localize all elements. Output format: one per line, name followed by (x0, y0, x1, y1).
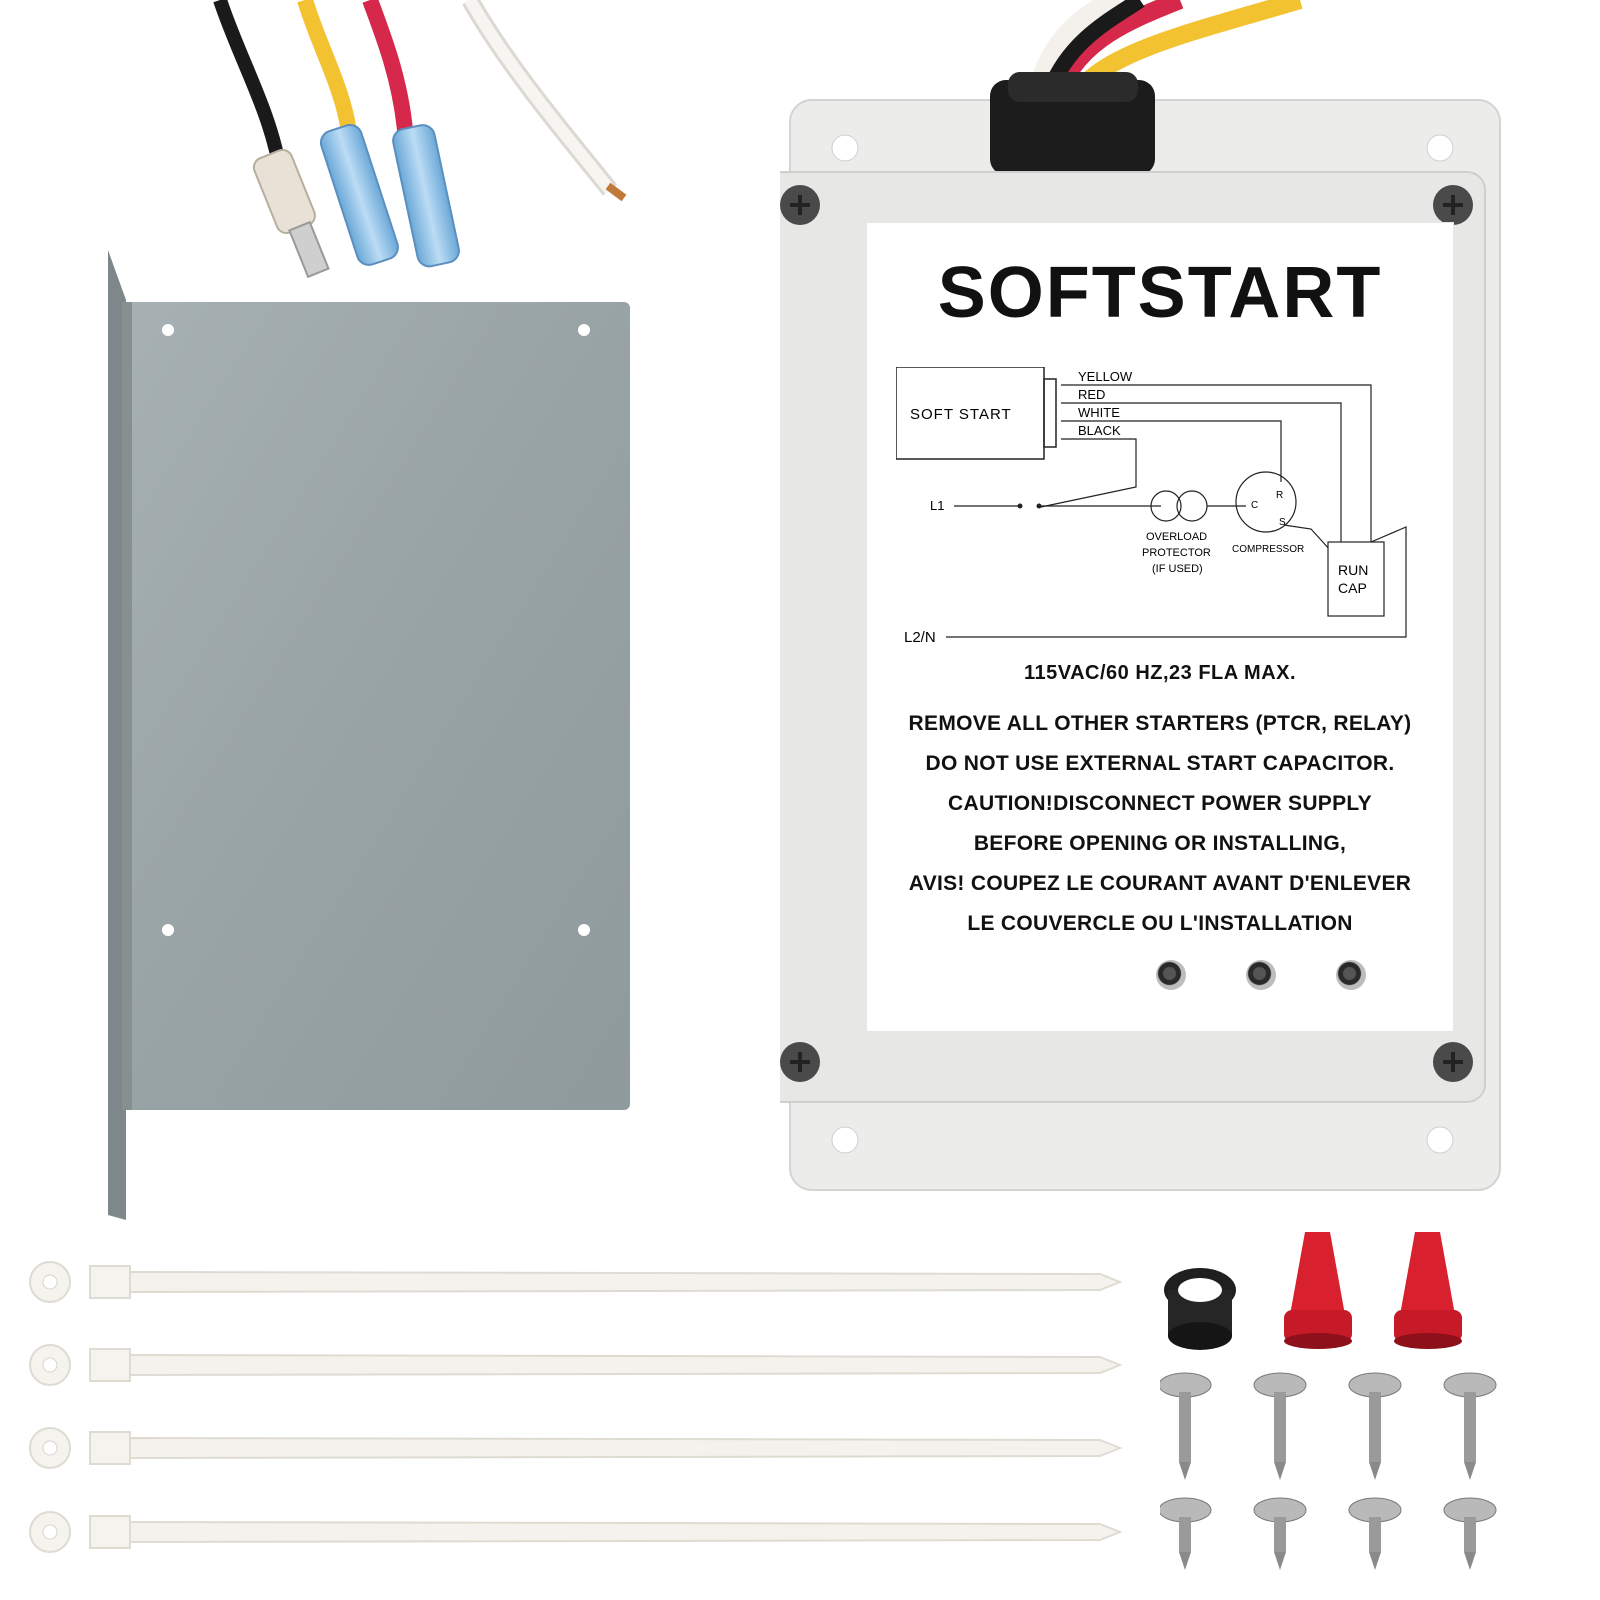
run-cap-label-2: CAP (1338, 580, 1367, 596)
indicator-led (1336, 960, 1366, 990)
screw (1160, 1372, 1212, 1480)
warning-line: CAUTION!DISCONNECT POWER SUPPLY (948, 792, 1372, 815)
screw (1443, 1372, 1497, 1480)
screw-hole (162, 324, 174, 336)
screw (1253, 1372, 1307, 1480)
terminal-r: R (1276, 490, 1283, 501)
l1-label: L1 (930, 498, 944, 513)
cable-gland (990, 80, 1155, 175)
screw (1253, 1497, 1307, 1570)
hardware-kit (1160, 1232, 1497, 1570)
run-cap-label-1: RUN (1338, 562, 1368, 578)
cable-tie (29, 1344, 1123, 1386)
cover-screw (780, 185, 820, 225)
soft-start-block-label: SOFT START (910, 406, 1012, 423)
overload-label-3: (IF USED) (1152, 563, 1203, 575)
warning-line: DO NOT USE EXTERNAL START CAPACITOR. (925, 752, 1395, 775)
wire-nut (1394, 1232, 1462, 1349)
wire-harness (213, 0, 627, 279)
cover-screw (1433, 1042, 1473, 1082)
indicator-led (1246, 960, 1276, 990)
grommet (1164, 1268, 1236, 1350)
warning-line: LE COUVERCLE OU L'INSTALLATION (967, 912, 1353, 935)
wire-label-red: RED (1078, 387, 1105, 402)
wire-label-yellow: YELLOW (1078, 369, 1133, 384)
red-wire (362, 0, 413, 131)
screw-hole (578, 924, 590, 936)
yellow-wire (297, 0, 358, 141)
wiring-diagram: SOFT START YELLOW RED WHITE BLACK L1 OVE… (896, 367, 1407, 646)
blue-terminal (392, 124, 460, 268)
screw (1348, 1497, 1402, 1570)
terminal-c: C (1251, 500, 1258, 511)
cable-ties (29, 1261, 1123, 1553)
terminal-s: S (1279, 517, 1286, 528)
electrical-rating: 115VAC/60 HZ,23 FLA MAX. (1023, 662, 1297, 684)
screw-hole (578, 324, 590, 336)
cover-screw (780, 1042, 820, 1082)
screw (1348, 1372, 1402, 1480)
cable-tie (29, 1261, 1123, 1303)
screw (1443, 1497, 1497, 1570)
wire-label-white: WHITE (1078, 405, 1120, 420)
wire-label-black: BLACK (1078, 423, 1121, 438)
black-wire (213, 0, 287, 172)
cable-tie (29, 1511, 1123, 1553)
indicator-leds (1156, 960, 1406, 990)
screw (1160, 1497, 1212, 1570)
l2n-label: L2/N (904, 629, 936, 646)
product-label: SOFTSTART SOFT START YELLOW RED WHITE BL… (866, 222, 1454, 1032)
overload-label-1: OVERLOAD (1146, 531, 1207, 543)
warning-line: REMOVE ALL OTHER STARTERS (PTCR, RELAY) (908, 712, 1412, 735)
warning-line: BEFORE OPENING OR INSTALLING, (973, 832, 1347, 855)
mounting-bracket (108, 250, 630, 1220)
cable-tie (29, 1427, 1123, 1469)
product-title: SOFTSTART (937, 253, 1383, 333)
cover-screw (1433, 185, 1473, 225)
screw-hole (162, 924, 174, 936)
compressor-label: COMPRESSOR (1232, 544, 1304, 555)
overload-label-2: PROTECTOR (1142, 547, 1211, 559)
clear-terminal (252, 148, 330, 279)
indicator-led (1156, 960, 1186, 990)
wire-nut (1284, 1232, 1352, 1349)
warning-line: AVIS! COUPEZ LE COURANT AVANT D'ENLEVER (908, 872, 1412, 895)
blue-terminal (319, 123, 399, 266)
